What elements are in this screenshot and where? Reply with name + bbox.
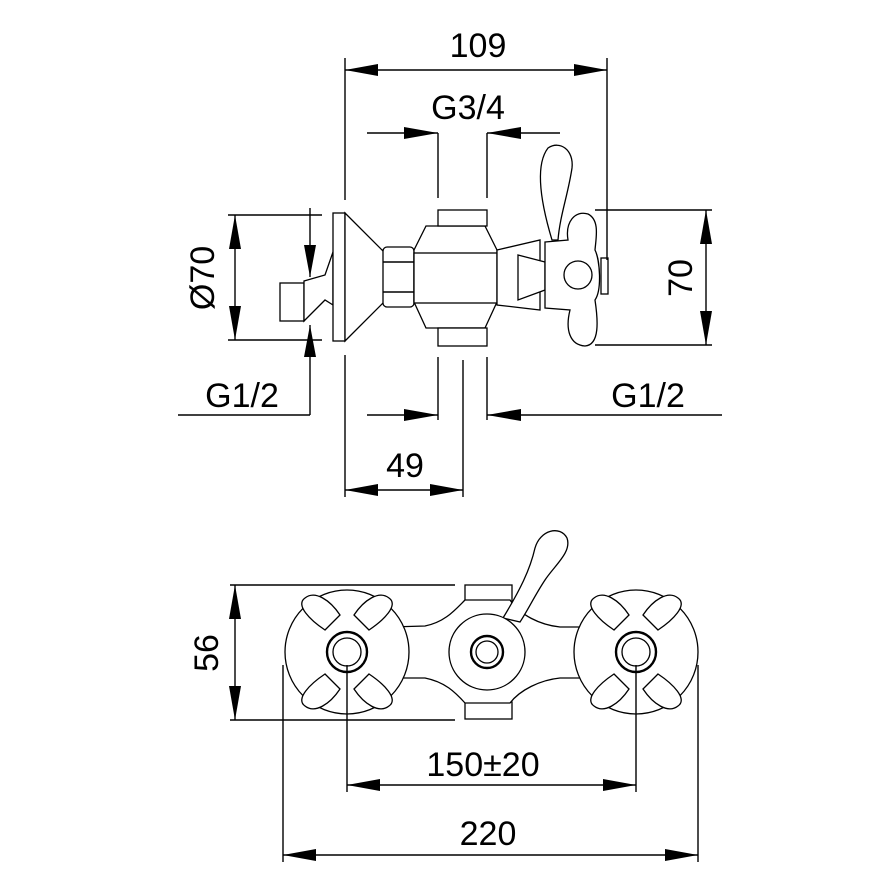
- left-cross-knob: [284, 589, 410, 715]
- dimension-g1-2-left: G1/2: [178, 208, 316, 416]
- dimension-150-20: 150±20: [346, 665, 637, 792]
- top-view: 109 G3/4 Ø70 G1/2: [178, 27, 722, 497]
- dimension-label-g1-2-right: G1/2: [611, 377, 685, 415]
- dimension-label-g1-2-left: G1/2: [205, 377, 279, 415]
- dimension-diameter-70: Ø70: [184, 214, 322, 341]
- dimension-49: 49: [344, 355, 464, 497]
- dimension-label-220: 220: [460, 815, 517, 853]
- dimension-56: 56: [188, 584, 455, 721]
- dimension-label-109: 109: [450, 27, 507, 65]
- dimension-label-g3-4: G3/4: [431, 89, 505, 127]
- dimension-label-56: 56: [188, 634, 226, 672]
- dimension-label-49: 49: [386, 447, 424, 485]
- dimension-g3-4: G3/4: [367, 89, 560, 198]
- dimension-label-150-20: 150±20: [426, 746, 539, 784]
- right-cross-knob: [573, 589, 699, 715]
- dimension-g1-2-right: G1/2: [367, 357, 722, 421]
- front-view: 56 150±20 220: [188, 530, 699, 862]
- valve-side-outline: [279, 144, 609, 347]
- valve-front-outline: [284, 530, 699, 720]
- dimension-70: 70: [595, 209, 712, 346]
- dimension-label-diameter-70: Ø70: [184, 246, 222, 310]
- dimension-220: 220: [282, 665, 699, 862]
- dimension-label-70: 70: [662, 259, 700, 297]
- dimension-109: 109: [344, 27, 608, 260]
